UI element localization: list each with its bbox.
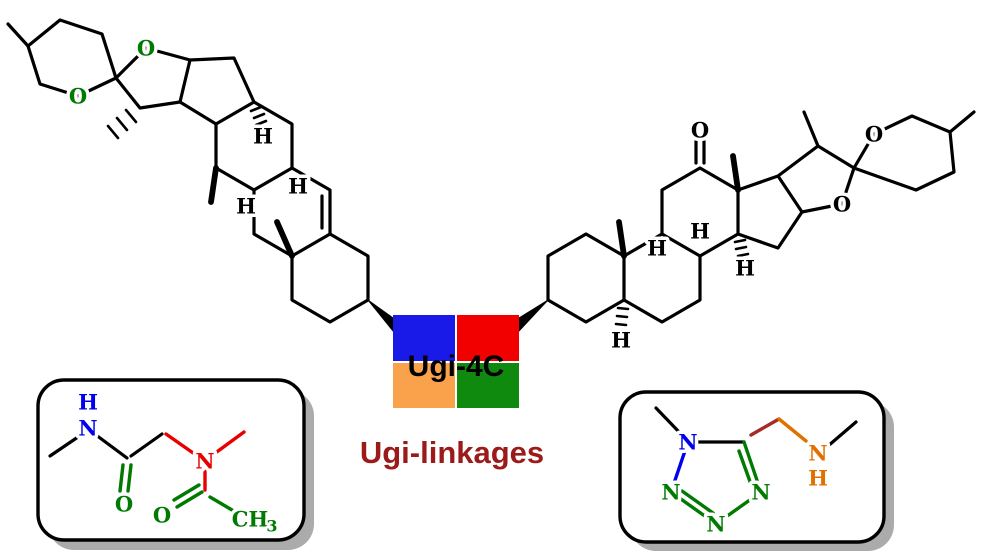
amide-h-label: H [78, 390, 98, 415]
orange-square [393, 363, 455, 408]
pyran-oxygen-label: O [865, 122, 883, 147]
ring-c-bonds [660, 166, 740, 258]
n1-methyl-bond [654, 406, 683, 436]
n-methyl-red-bond [212, 430, 246, 456]
amide-n-label: N [78, 416, 97, 441]
c5-n4-bond [742, 440, 763, 494]
ugi-linkages-caption: Ugi-linkages [360, 435, 544, 470]
c3-wedge-bond [367, 299, 394, 333]
green-square [457, 363, 519, 408]
amide-linkage-box: H N N O O CH 3 [36, 378, 314, 550]
furan-oxygen-label: O [137, 36, 155, 61]
stereo-h-label-lower: H [735, 256, 755, 281]
c19-methyl-bold [274, 219, 295, 259]
terminal-methyl-bond [948, 110, 976, 134]
amine-h-label: H [808, 466, 828, 491]
n3-n2-double-inner [680, 489, 715, 515]
carbonyl-ch2-bond [129, 432, 164, 458]
tetrazole-linkage-box: N N N N N H [618, 390, 894, 551]
c21-hashed-methyl [106, 108, 138, 140]
ring-d-bonds [736, 174, 804, 250]
c19-methyl-bold [616, 219, 627, 259]
ugi-4c-block: Ugi-4C [393, 315, 519, 408]
c5-n4-double-inner [737, 449, 754, 489]
amide-co-double-bond [118, 463, 133, 493]
stereo-h-label-left: H [236, 194, 256, 219]
c18-methyl-bold [730, 153, 741, 193]
right-steroid: O O O H H H H [518, 110, 976, 356]
ring-b-bonds [622, 232, 702, 324]
furan-oxygen-label: O [833, 192, 851, 217]
c16-h-hash-marks [249, 105, 268, 127]
methyl-subscript-label: 3 [266, 517, 277, 536]
acetyl-ch3-bond [208, 495, 234, 512]
c14-h-hash-marks [733, 238, 750, 258]
n4-n3-bond [714, 490, 763, 526]
tetrazole-n1-label: N [678, 430, 697, 455]
ketone-double-bond [694, 139, 706, 165]
amine-n-label: N [808, 441, 827, 466]
c5-ch2-bond [749, 417, 781, 437]
stereo-h-label-right: H [288, 174, 308, 199]
ring-a-bonds [290, 232, 370, 324]
pyran-oxygen-label: O [69, 84, 87, 109]
n-methyl-bond [48, 435, 80, 458]
stereo-h-label-mid: H [690, 219, 710, 244]
tetrazole-n4-label: N [751, 480, 770, 505]
ugi-4c-label: Ugi-4C [408, 350, 505, 383]
terminal-methyl-bond [6, 22, 30, 48]
ch2-n-bond [164, 432, 198, 457]
n2-n1-bond [669, 440, 690, 494]
amine-methyl-bond [826, 420, 858, 448]
c18-methyl-bold [208, 165, 219, 205]
acetyl-co-double-bond [172, 483, 204, 509]
n3-n2-bond [669, 490, 718, 526]
stereo-h-label-top: H [253, 124, 273, 149]
acetamido-n-label: N [195, 449, 214, 474]
blue-square [393, 315, 455, 361]
stereo-h-label-bottom: H [611, 328, 631, 353]
ketone-oxygen-label: O [691, 118, 709, 143]
ring-c-bonds [214, 100, 294, 192]
red-square [457, 315, 519, 361]
amide-o-label: O [115, 492, 133, 517]
c3-wedge-bond [518, 299, 549, 333]
acetyl-o-label: O [153, 503, 171, 528]
box-border [36, 378, 306, 542]
stereo-h-label-upper: H [647, 236, 667, 261]
n-carbonyl-bond [94, 433, 129, 460]
tetrazole-n2-label: N [661, 480, 680, 505]
left-steroid: O O H H H [6, 18, 394, 333]
ch2-amine-bond [777, 417, 808, 443]
methyl-ch-label: CH [232, 507, 269, 532]
ring-d-bonds [178, 56, 256, 126]
c5-h-hash-marks [614, 306, 630, 327]
tetrazole-n3-label: N [706, 512, 725, 537]
c20-methyl-bond [802, 110, 820, 148]
ring-a-bonds [546, 232, 626, 324]
ring-b-bonds [252, 166, 332, 258]
